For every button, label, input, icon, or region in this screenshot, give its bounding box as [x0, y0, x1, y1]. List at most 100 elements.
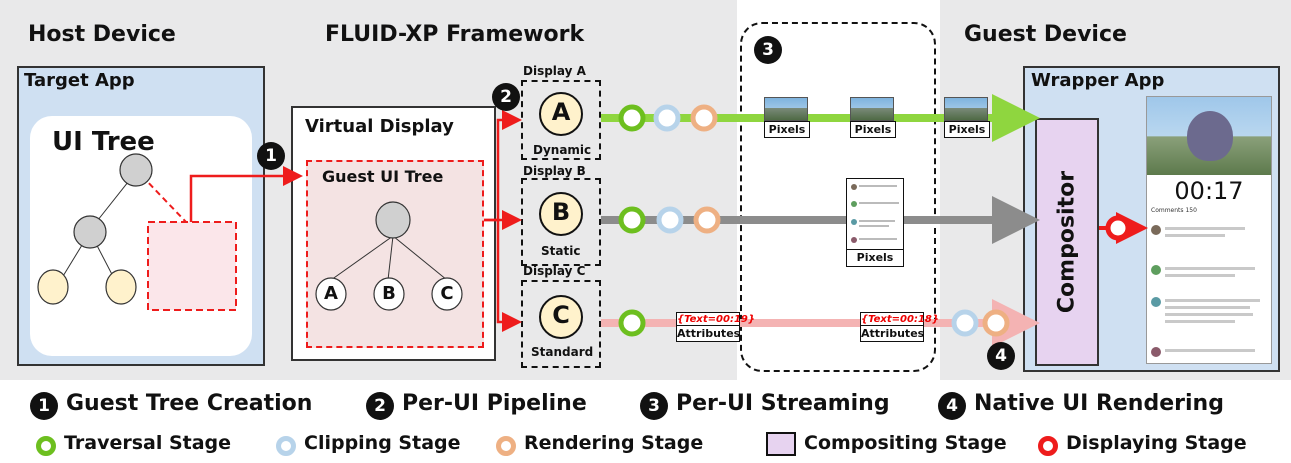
target-app-title: Target App: [24, 70, 135, 91]
comment-line: [1165, 306, 1250, 309]
bird-shape: [1187, 111, 1233, 161]
virtual-display-title: Virtual Display: [305, 116, 454, 137]
step-2-badge: 2: [492, 83, 520, 111]
display-a-node: [539, 92, 583, 136]
display-b-letter: B: [551, 198, 571, 226]
pipeline-arrow-c: [496, 220, 522, 332]
comment-row: [1151, 265, 1161, 275]
legend-step-1-badge: 1: [30, 392, 58, 420]
display-c-box: [521, 280, 601, 368]
comments-label: Comments 150: [1151, 207, 1197, 214]
legend-step-2-badge: 2: [366, 392, 394, 420]
video-timer: 00:17: [1174, 177, 1244, 205]
display-b-label: Display B: [523, 164, 586, 178]
clipping-stage-legend-label: Clipping Stage: [304, 432, 461, 454]
comment-line: [1165, 320, 1235, 323]
comment-line: [1165, 274, 1235, 277]
text-attribute-value: {Text=00:19}: [676, 312, 755, 326]
legend-step-2-label: Per-UI Pipeline: [402, 391, 587, 416]
comment-line: [1165, 299, 1260, 302]
creation-arrow: [189, 166, 303, 222]
pixels-thumbnail: [850, 97, 894, 121]
display-b-mode: Static: [541, 244, 581, 258]
comment-line: [1165, 227, 1245, 230]
rendering-stage-c: [982, 309, 1010, 337]
display-b-node: [539, 192, 583, 236]
clipping-stage-b: [656, 206, 684, 234]
display-c-mode: Standard: [531, 345, 594, 359]
comment-line: [1165, 234, 1225, 237]
display-a-letter: A: [551, 98, 571, 126]
streaming-box: [740, 22, 936, 372]
display-c-label: Display C: [523, 264, 586, 278]
traversal-stage-legend-icon: [36, 436, 56, 456]
guest-tree-node-b: [373, 277, 405, 311]
pixels-tag: Pixels: [764, 121, 810, 138]
legend-step-4-badge: 4: [938, 392, 966, 420]
comment-row: [1151, 225, 1161, 235]
displaying-stage-legend-label: Displaying Stage: [1066, 432, 1247, 454]
ui-tree-subtree-box: [147, 221, 237, 311]
comment-row: [1151, 297, 1161, 307]
ui-tree-mid-node: [73, 215, 107, 249]
comment-line: [1165, 267, 1255, 270]
display-a-label: Display A: [523, 64, 586, 78]
attributes-tag: Attributes: [676, 325, 741, 342]
legend-step-3-label: Per-UI Streaming: [676, 391, 890, 416]
framework-title: FLUID-XP Framework: [325, 22, 585, 47]
displaying-stage-legend-icon: [1038, 436, 1058, 456]
clipping-stage-a: [653, 104, 681, 132]
display-c-letter: C: [552, 301, 570, 329]
traversal-stage-legend-label: Traversal Stage: [64, 432, 232, 454]
pixels-tag: Pixels: [846, 249, 904, 267]
guest-tree-node-c: [431, 277, 463, 311]
guest-device-title: Guest Device: [964, 22, 1127, 47]
step-3-badge: 3: [754, 36, 782, 64]
ui-tree-leaf-node: [105, 269, 137, 305]
comment-line: [1165, 349, 1255, 352]
ui-tree-leaf-node: [37, 269, 69, 305]
displaying-stage: [1105, 215, 1131, 241]
legend-step-1-label: Guest Tree Creation: [66, 391, 313, 416]
traversal-stage-b: [618, 206, 646, 234]
comment-row: [1151, 347, 1161, 357]
ui-tree-label: UI Tree: [52, 127, 155, 157]
attributes-tag: Attributes: [860, 325, 925, 342]
pipeline-arrow-a: [484, 110, 522, 222]
pixels-tag: Pixels: [944, 121, 990, 138]
ui-tree-root-node: [119, 153, 153, 187]
host-device-title: Host Device: [28, 22, 176, 47]
guest-tree-node-a: [315, 277, 347, 311]
wrapper-app-title: Wrapper App: [1031, 70, 1165, 91]
compositing-stage-legend-icon: [766, 432, 796, 456]
compositor-box: [1035, 118, 1099, 366]
compositing-stage-legend-label: Compositing Stage: [804, 432, 1007, 454]
legend-step-3-badge: 3: [640, 392, 668, 420]
display-a-box: [521, 80, 601, 160]
pixels-thumbnail: [764, 97, 808, 121]
legend-step-4-label: Native UI Rendering: [974, 391, 1224, 416]
ui-tree-dashed-edge: [141, 175, 187, 223]
guest-tree-root-node: [375, 201, 411, 239]
guest-node-c-letter: C: [440, 283, 454, 304]
display-a-mode: Dynamic: [533, 143, 592, 157]
rendering-stage-b: [693, 206, 721, 234]
pixels-thumbnail: [944, 97, 988, 121]
comment-line: [1165, 313, 1253, 316]
display-b-box: [521, 178, 601, 266]
step-1-badge: 1: [257, 142, 285, 170]
text-attribute-value: {Text=00:18}: [860, 312, 939, 326]
guest-node-b-letter: B: [382, 283, 396, 304]
traversal-stage-a: [618, 104, 646, 132]
rendering-stage-legend-icon: [496, 436, 516, 456]
rendering-stage-a: [690, 104, 718, 132]
rendering-stage-legend-label: Rendering Stage: [524, 432, 704, 454]
guest-node-a-letter: A: [324, 283, 338, 304]
clipping-stage-c: [951, 309, 979, 337]
phone-screen: 00:17 Comments 150: [1146, 96, 1272, 364]
guest-ui-tree-panel: [306, 160, 484, 348]
guest-tree-edges: [330, 235, 448, 281]
clipping-stage-legend-icon: [276, 436, 296, 456]
traversal-stage-c: [618, 309, 646, 337]
